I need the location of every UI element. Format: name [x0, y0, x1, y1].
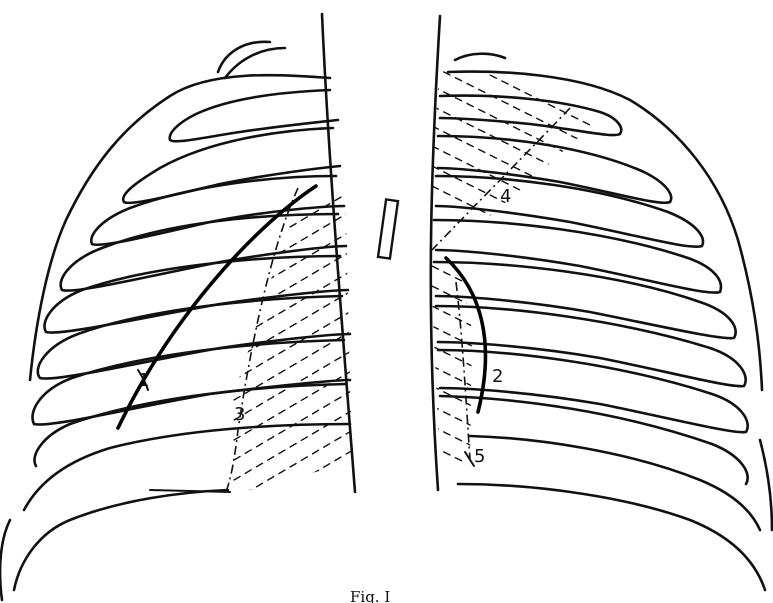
- right-dashdot-line-lower: [456, 282, 470, 460]
- label-1: 1: [138, 370, 149, 391]
- label-5: 5: [474, 446, 485, 467]
- right-ribs: [434, 54, 772, 590]
- figure-caption: Fig. I: [350, 588, 390, 603]
- left-ribs: [0, 42, 350, 600]
- spine-right-edge: [431, 16, 440, 490]
- label-2: 2: [492, 366, 503, 387]
- vertebra-marker: [378, 199, 398, 258]
- label-3: 3: [234, 404, 245, 425]
- spine-left-edge: [322, 14, 355, 492]
- label-4: 4: [500, 186, 511, 207]
